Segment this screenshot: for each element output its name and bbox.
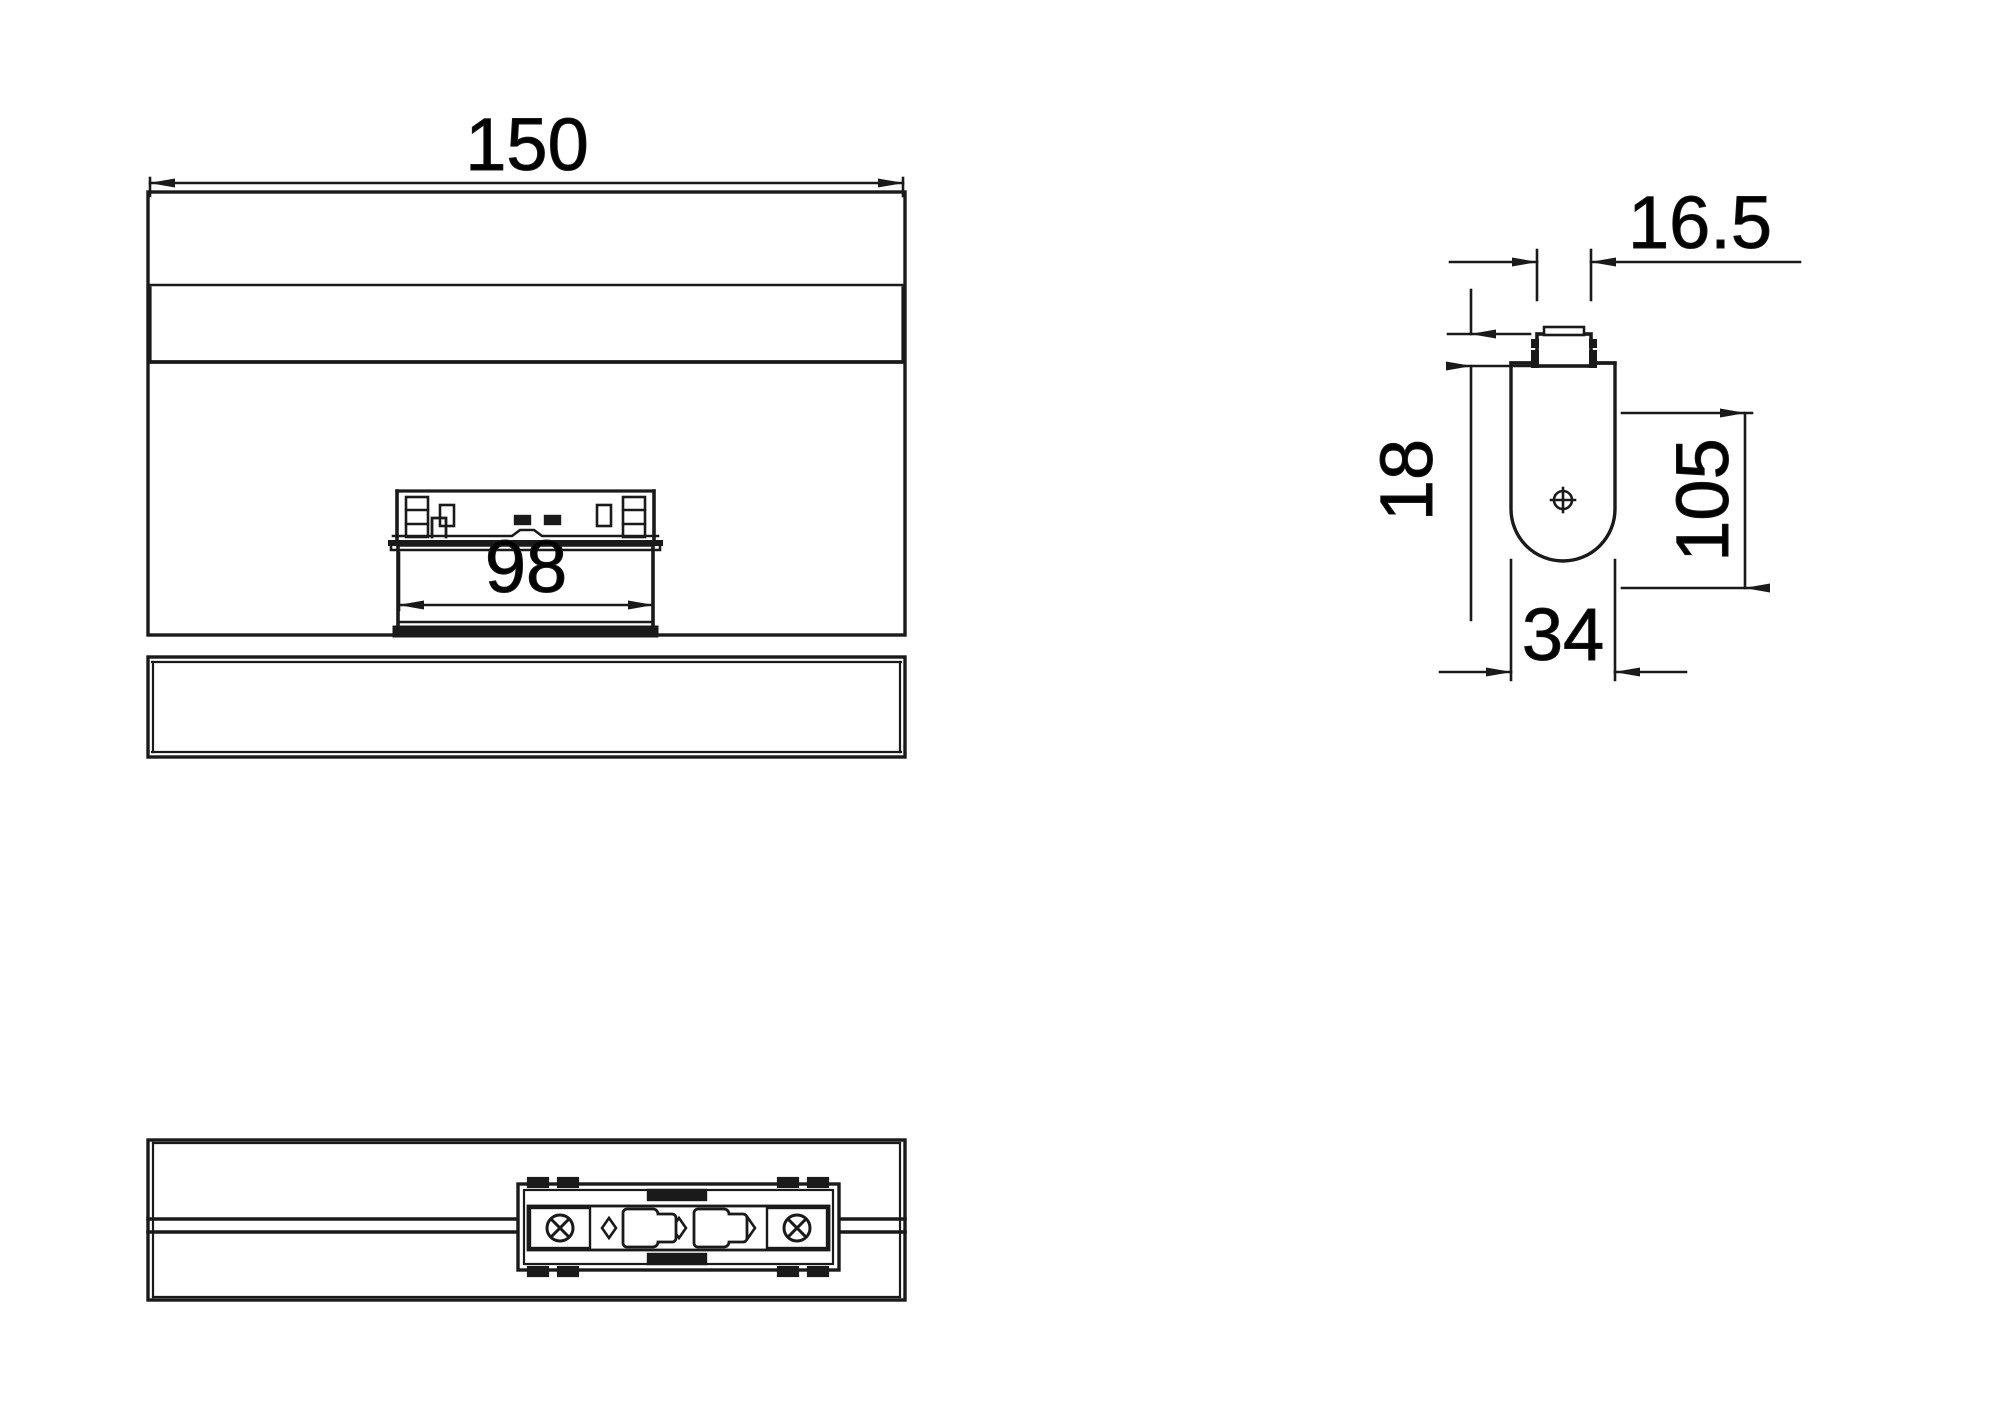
- tab-rib-right-1: [1589, 339, 1597, 348]
- connector-contact-right: [543, 514, 562, 526]
- dimension-connector-98: [397, 551, 655, 612]
- dim-150-label: 150: [465, 103, 588, 186]
- connector-tab-bottom-2: [556, 1265, 580, 1278]
- connector-left-nub: [430, 516, 448, 539]
- tab-rib-right-3: [1589, 359, 1597, 368]
- dimension-length-150: [148, 176, 905, 198]
- dim-165-label: 16.5: [1628, 181, 1772, 264]
- connector-right-terminal: [621, 495, 647, 539]
- dimension-body-height-105: [1620, 408, 1770, 593]
- dim-34-label: 34: [1522, 593, 1604, 676]
- tab-rib-right-2: [1589, 350, 1597, 359]
- dim-105-label: 105: [1661, 438, 1744, 561]
- connector-right-pin: [595, 503, 613, 528]
- connector-tab-top-1: [526, 1176, 550, 1189]
- top-view-body: [146, 655, 907, 759]
- dim-18-label: 18: [1365, 439, 1448, 521]
- side-view-body: [1509, 361, 1617, 563]
- tab-rib-left-3: [1531, 359, 1539, 368]
- dimension-body-depth-34: [1438, 558, 1688, 682]
- connector-tab-bottom-4: [806, 1265, 830, 1278]
- connector-ledge-profile: [391, 528, 660, 538]
- connector-foot: [389, 541, 662, 552]
- screw-left-slot-b: [548, 1216, 572, 1240]
- side-view-mount-tab-cap: [1542, 325, 1586, 337]
- connector-tab-top-3: [776, 1176, 800, 1189]
- side-view-group: [1509, 325, 1617, 563]
- dimension-tab-height-18: [1446, 288, 1532, 622]
- latch-slot-left: [621, 1207, 678, 1249]
- connector-center-strip-bottom: [646, 1252, 708, 1266]
- tab-rib-left-1: [1531, 339, 1539, 348]
- connector-tab-bottom-1: [526, 1265, 550, 1278]
- screw-right-slot-b: [785, 1216, 809, 1240]
- bottom-view-group: [146, 1138, 907, 1302]
- dim-98-label: 98: [485, 525, 567, 608]
- connector-tab-top-4: [806, 1176, 830, 1189]
- pin-diamond-1: [600, 1215, 618, 1241]
- top-view-group: [146, 655, 907, 759]
- side-view-mount-tab: [1535, 332, 1593, 368]
- connector-tab-top-2: [556, 1176, 580, 1189]
- connector-contact-left: [513, 514, 532, 526]
- connector-center-strip-top: [646, 1188, 708, 1202]
- dimension-tab-16-5: [1448, 248, 1802, 302]
- front-view-connector-detail: [388, 489, 663, 552]
- connector-left-terminal: [404, 495, 430, 539]
- tab-rib-left-2: [1531, 350, 1539, 359]
- latch-slot-right: [692, 1207, 749, 1249]
- connector-base-plate: [392, 625, 659, 638]
- connector-tab-bottom-3: [776, 1265, 800, 1278]
